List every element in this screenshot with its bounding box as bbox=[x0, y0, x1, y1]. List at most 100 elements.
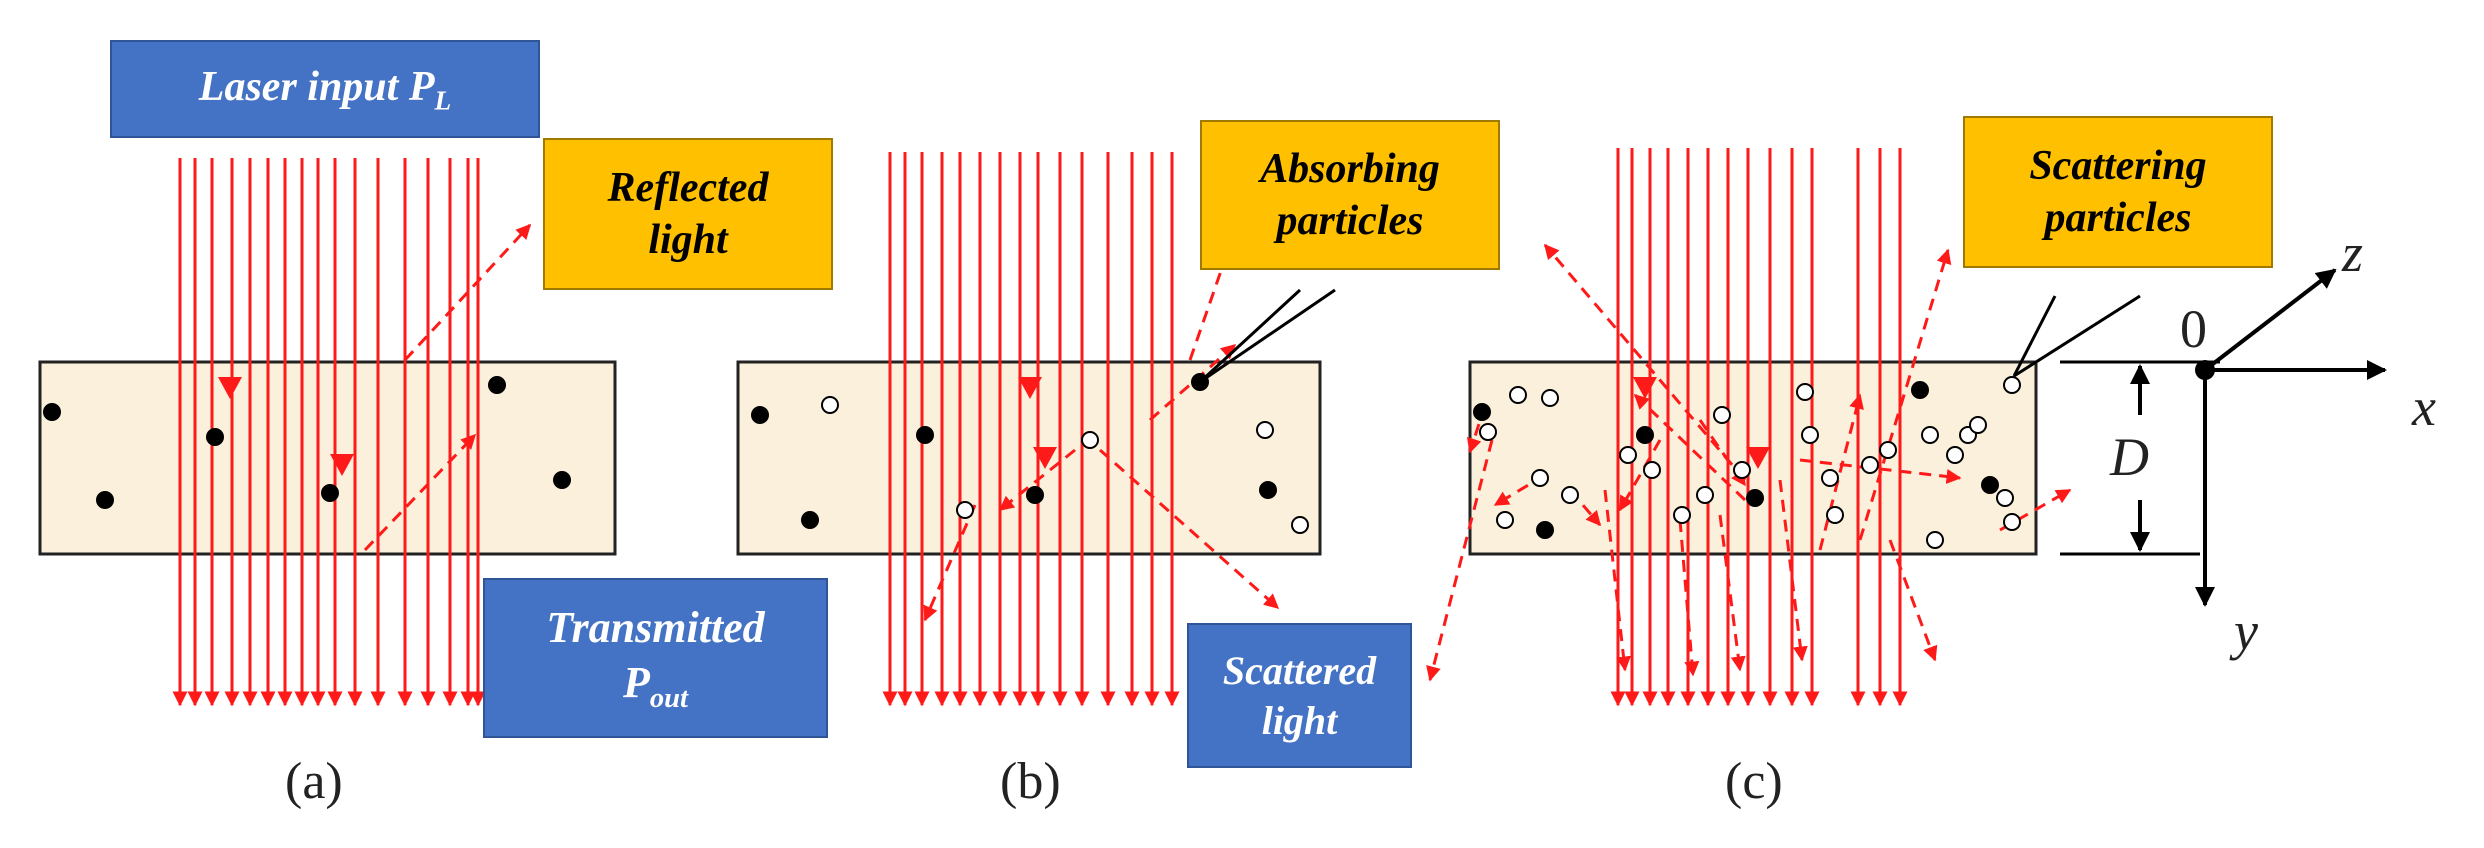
a-absorbing-particle-4 bbox=[488, 376, 506, 394]
laser-input-text: Laser input P bbox=[198, 63, 435, 110]
c-ray-2 bbox=[1426, 439, 1494, 682]
c-scattering-particle-2 bbox=[1479, 423, 1497, 441]
slab-a bbox=[38, 360, 617, 556]
c-ray-17 bbox=[1618, 439, 1662, 512]
thickness-label: D bbox=[2110, 427, 2149, 487]
scattered-line1: Scattered bbox=[1222, 647, 1377, 693]
scattering-line1: Scattering bbox=[2029, 142, 2207, 189]
c-scattering-particle-7 bbox=[1643, 461, 1661, 479]
c-absorbing-particle-3 bbox=[1746, 489, 1764, 507]
absorbing-leader-1 bbox=[1198, 288, 1302, 384]
c-ray-13 bbox=[1543, 243, 1747, 481]
c-scattering-particle-4 bbox=[1561, 486, 1579, 504]
b-absorbing-particle-5 bbox=[1259, 481, 1277, 499]
reflected-line1: Reflected bbox=[607, 164, 769, 211]
c-ray-12 bbox=[1633, 393, 1747, 502]
panel-label-a: (a) bbox=[285, 753, 343, 810]
scattered-line2: light bbox=[1261, 697, 1338, 743]
c-absorbing-particle-1 bbox=[1536, 521, 1554, 539]
c-scattering-particle-19 bbox=[1969, 416, 1987, 434]
b-absorbing-particle-1 bbox=[801, 511, 819, 529]
b-ray-5 bbox=[998, 448, 1076, 512]
b-absorbing-particle-3 bbox=[1026, 486, 1044, 504]
c-ray-10 bbox=[1858, 248, 1952, 541]
scattering-leader-1 bbox=[2012, 295, 2057, 377]
laser-input-label: Laser input PL bbox=[110, 40, 540, 138]
b-scattering-particle-0 bbox=[821, 396, 839, 414]
c-ray-9 bbox=[1818, 393, 1864, 551]
c-scattering-particle-13 bbox=[1801, 426, 1819, 444]
c-absorbing-particle-2 bbox=[1636, 426, 1654, 444]
b-scattering-particle-3 bbox=[1256, 421, 1274, 439]
b-scattering-particle-4 bbox=[1291, 516, 1309, 534]
panel-label-c: (c) bbox=[1725, 753, 1783, 810]
c-ray-11 bbox=[1888, 539, 1938, 662]
c-scattering-particle-21 bbox=[2003, 376, 2021, 394]
reflected-light-label: Reflected light bbox=[543, 138, 833, 290]
c-scattering-particle-16 bbox=[1879, 441, 1897, 459]
transmitted-sub: out bbox=[649, 682, 689, 714]
c-scattering-particle-10 bbox=[1713, 406, 1731, 424]
origin-point bbox=[2195, 360, 2215, 380]
x-axis-label: x bbox=[2412, 377, 2436, 437]
b-scattering-particle-1 bbox=[956, 501, 974, 519]
c-scattering-particle-25 bbox=[1826, 506, 1844, 524]
c-ray-14 bbox=[1799, 458, 1962, 484]
c-absorbing-particle-5 bbox=[1981, 476, 1999, 494]
c-scattering-particle-11 bbox=[1733, 461, 1751, 479]
c-scattering-particle-3 bbox=[1531, 469, 1549, 487]
absorbing-leader-2 bbox=[1199, 288, 1336, 384]
c-scattering-particle-15 bbox=[1861, 456, 1879, 474]
c-scattering-particle-8 bbox=[1673, 506, 1691, 524]
absorbing-line1: Absorbing bbox=[1260, 145, 1440, 192]
c-scattering-particle-0 bbox=[1509, 386, 1527, 404]
a-absorbing-particle-5 bbox=[553, 471, 571, 489]
scattering-leader-2 bbox=[2013, 294, 2141, 378]
a-absorbing-particle-3 bbox=[321, 484, 339, 502]
scattering-line2: particles bbox=[2044, 195, 2192, 241]
absorbed-arrowhead-2 bbox=[1018, 377, 1042, 399]
c-ray-8 bbox=[1778, 479, 1808, 662]
absorbed-arrowhead-5 bbox=[1746, 447, 1770, 469]
absorbed-arrowhead-3 bbox=[1033, 447, 1057, 469]
a-absorbing-particle-1 bbox=[96, 491, 114, 509]
coordinate-axes bbox=[2060, 268, 2387, 607]
z-axis bbox=[2203, 268, 2337, 372]
c-ray-6 bbox=[1678, 519, 1700, 677]
c-scattering-particle-24 bbox=[1926, 531, 1944, 549]
laser-input-sub: L bbox=[434, 85, 452, 116]
b-scattering-particle-2 bbox=[1081, 431, 1099, 449]
b-ray-3 bbox=[923, 504, 977, 622]
c-scattering-particle-17 bbox=[1921, 426, 1939, 444]
absorbed-arrowhead-0 bbox=[218, 377, 242, 399]
b-absorbing-particle-2 bbox=[916, 426, 934, 444]
transmitted-p: P bbox=[622, 657, 650, 707]
a-ray-1 bbox=[363, 433, 477, 552]
c-ray-5 bbox=[1603, 489, 1631, 672]
scattered-light-label: Scattered light bbox=[1187, 623, 1412, 768]
particles bbox=[43, 373, 2021, 549]
a-absorbing-particle-0 bbox=[43, 403, 61, 421]
scattering-particles-label: Scattering particles bbox=[1963, 116, 2273, 268]
dashed-rays bbox=[363, 220, 2072, 682]
transmitted-label: Transmitted Pout bbox=[483, 578, 828, 738]
laser-beams bbox=[172, 148, 1908, 707]
c-absorbing-particle-0 bbox=[1473, 403, 1491, 421]
absorbed-arrowhead-4 bbox=[1633, 377, 1657, 399]
c-scattering-particle-12 bbox=[1796, 383, 1814, 401]
c-ray-15 bbox=[1999, 488, 2072, 532]
b-absorbing-particle-0 bbox=[751, 406, 769, 424]
c-scattering-particle-6 bbox=[1619, 446, 1637, 464]
c-scattering-particle-1 bbox=[1541, 389, 1559, 407]
absorbing-particles-label: Absorbing particles bbox=[1200, 120, 1500, 270]
c-scattering-particle-9 bbox=[1696, 486, 1714, 504]
c-ray-7 bbox=[1718, 514, 1746, 672]
c-absorbing-particle-4 bbox=[1911, 381, 1929, 399]
reflected-line2: light bbox=[648, 217, 728, 263]
c-scattering-particle-14 bbox=[1821, 469, 1839, 487]
z-axis-label: z bbox=[2342, 223, 2364, 283]
origin-label: 0 bbox=[2180, 299, 2207, 359]
panel-label-b: (b) bbox=[1000, 753, 1061, 810]
